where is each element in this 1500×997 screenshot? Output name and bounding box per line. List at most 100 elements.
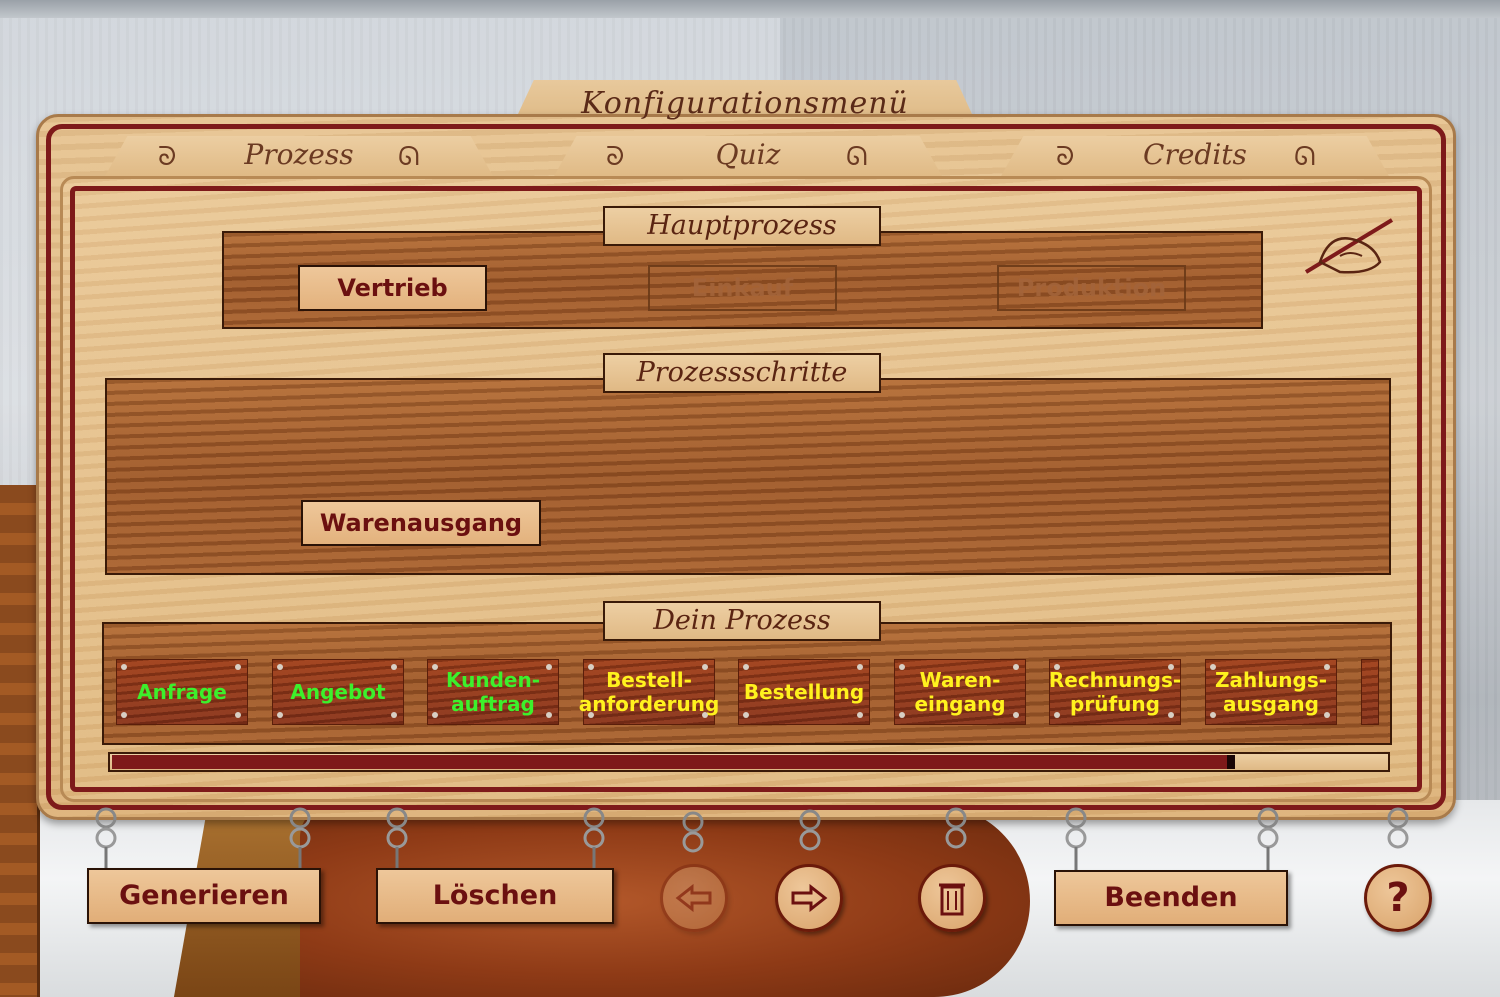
rivet-icon bbox=[391, 664, 397, 670]
forward-button[interactable] bbox=[775, 864, 843, 932]
arrow-left-icon bbox=[675, 884, 712, 912]
ornament-icon: ᘏ bbox=[846, 142, 868, 172]
rivet-icon bbox=[743, 712, 749, 718]
rivet-icon bbox=[588, 664, 594, 670]
rivet-icon bbox=[1054, 712, 1060, 718]
rivet-icon bbox=[588, 712, 594, 718]
process-step-card[interactable]: Rechnungs-prüfung bbox=[1049, 659, 1181, 725]
rivet-icon bbox=[1210, 664, 1216, 670]
tab-credits-label: Credits bbox=[1143, 138, 1247, 171]
chain-icon bbox=[1257, 807, 1279, 870]
rivet-icon bbox=[702, 712, 708, 718]
chain-icon bbox=[1387, 807, 1409, 849]
rivet-icon bbox=[432, 712, 438, 718]
chain-icon bbox=[289, 807, 311, 870]
panel-frame bbox=[46, 124, 1446, 810]
tab-quiz[interactable] bbox=[553, 136, 943, 178]
rivet-icon bbox=[857, 712, 863, 718]
process-step-label: Anfrage bbox=[137, 680, 227, 704]
process-step-label: Zahlungs- bbox=[1214, 668, 1328, 692]
rivet-icon bbox=[899, 664, 905, 670]
rivet-icon bbox=[235, 712, 241, 718]
rivet-icon bbox=[1210, 712, 1216, 718]
chain-icon bbox=[682, 811, 704, 853]
process-step-label: Waren- bbox=[919, 668, 1001, 692]
process-step-label: ausgang bbox=[1222, 692, 1319, 716]
process-step-card[interactable]: Zahlungs-ausgang bbox=[1205, 659, 1337, 725]
ceiling-beam bbox=[0, 0, 1500, 18]
rivet-icon bbox=[1013, 664, 1019, 670]
process-step-card[interactable]: Waren-eingang bbox=[894, 659, 1026, 725]
steps-scrollbar-thumb[interactable] bbox=[112, 755, 1235, 769]
your-process-heading: Dein Prozess bbox=[603, 601, 881, 641]
process-steps-box bbox=[105, 378, 1391, 575]
edit-icon[interactable] bbox=[1300, 212, 1396, 278]
ornament-icon: ᘏ bbox=[398, 142, 420, 172]
process-steps-heading: Prozessschritte bbox=[603, 353, 881, 393]
chain-icon bbox=[1065, 807, 1087, 870]
trash-icon bbox=[939, 883, 965, 916]
help-label: ? bbox=[1386, 875, 1410, 921]
rivet-icon bbox=[277, 664, 283, 670]
trash-button[interactable] bbox=[918, 864, 986, 932]
tab-credits[interactable] bbox=[1000, 136, 1390, 178]
process-step-label: Bestellung bbox=[743, 680, 865, 704]
process-step-label: prüfung bbox=[1070, 692, 1160, 716]
process-option-einkauf[interactable]: Einkauf bbox=[648, 265, 837, 311]
tab-prozess-label: Prozess bbox=[244, 138, 354, 171]
ornament-icon: ᘐ bbox=[1056, 142, 1075, 172]
main-process-heading: Hauptprozess bbox=[603, 206, 881, 246]
rivet-icon bbox=[743, 664, 749, 670]
rivet-icon bbox=[277, 712, 283, 718]
process-step-label: anforderung bbox=[578, 692, 720, 716]
tab-prozess[interactable] bbox=[104, 136, 494, 178]
rivet-icon bbox=[702, 664, 708, 670]
rivet-icon bbox=[857, 664, 863, 670]
process-step-card[interactable]: Angebot bbox=[272, 659, 404, 725]
chain-icon bbox=[799, 809, 821, 851]
chain-icon bbox=[95, 807, 117, 870]
ornament-icon: ᘏ bbox=[1294, 142, 1316, 172]
process-option-produktion[interactable]: Produktion bbox=[997, 265, 1186, 311]
process-step-card[interactable]: Anfrage bbox=[116, 659, 248, 725]
rivet-icon bbox=[546, 712, 552, 718]
process-step-label: Angebot bbox=[290, 680, 386, 704]
rivet-icon bbox=[899, 712, 905, 718]
rivet-icon bbox=[1324, 664, 1330, 670]
rivet-icon bbox=[1168, 664, 1174, 670]
rivet-icon bbox=[121, 664, 127, 670]
chair bbox=[0, 485, 40, 997]
ornament-icon: ᘐ bbox=[606, 142, 625, 172]
tab-quiz-label: Quiz bbox=[715, 138, 781, 171]
chain-icon bbox=[945, 807, 967, 849]
rivet-icon bbox=[121, 712, 127, 718]
rivet-icon bbox=[1054, 664, 1060, 670]
content-frame bbox=[70, 186, 1422, 792]
step-card-partial bbox=[1361, 659, 1379, 725]
back-button[interactable] bbox=[660, 864, 728, 932]
rivet-icon bbox=[432, 664, 438, 670]
rivet-icon bbox=[1324, 712, 1330, 718]
rivet-icon bbox=[1168, 712, 1174, 718]
chain-icon bbox=[583, 807, 605, 870]
delete-button[interactable]: Löschen bbox=[376, 868, 614, 924]
rivet-icon bbox=[546, 664, 552, 670]
process-option-vertrieb[interactable]: Vertrieb bbox=[298, 265, 487, 311]
quit-button[interactable]: Beenden bbox=[1054, 870, 1288, 926]
process-step-label: auftrag bbox=[451, 692, 535, 716]
process-step-card[interactable]: Kunden-auftrag bbox=[427, 659, 559, 725]
process-step-label: Rechnungs- bbox=[1048, 668, 1182, 692]
process-step-card[interactable]: Bestellung bbox=[738, 659, 870, 725]
ornament-icon: ᘐ bbox=[158, 142, 177, 172]
help-button[interactable]: ? bbox=[1364, 864, 1432, 932]
process-step-label: eingang bbox=[914, 692, 1006, 716]
rivet-icon bbox=[1013, 712, 1019, 718]
process-step-label: Kunden- bbox=[445, 668, 541, 692]
process-step-card[interactable]: Bestell-anforderung bbox=[579, 659, 719, 725]
process-step-label: Bestell- bbox=[606, 668, 692, 692]
arrow-right-icon bbox=[791, 884, 828, 912]
rivet-icon bbox=[235, 664, 241, 670]
generate-button[interactable]: Generieren bbox=[87, 868, 321, 924]
step-card-warenausgang[interactable]: Warenausgang bbox=[301, 500, 541, 546]
panel-title: Konfigurationsmenü bbox=[581, 86, 909, 121]
